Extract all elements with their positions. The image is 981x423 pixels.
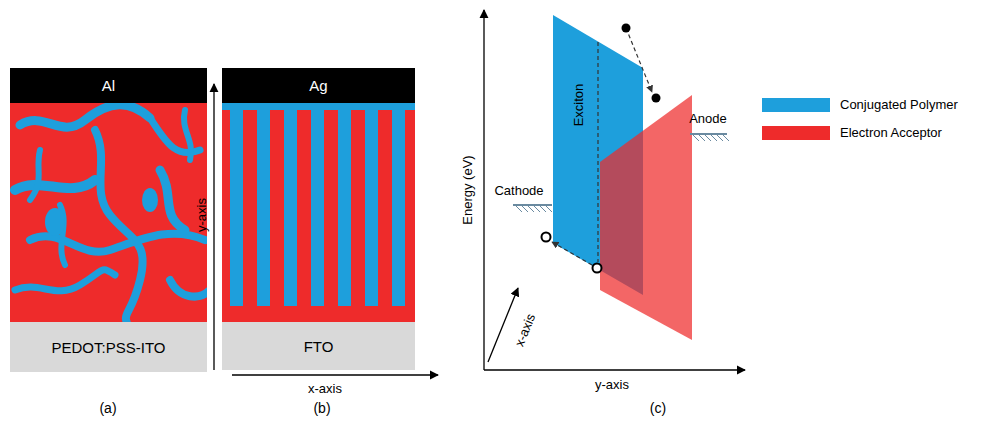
layer-label: PEDOT:PSS-ITO <box>52 339 166 356</box>
axis-label: y-axis <box>595 377 629 392</box>
substrate-bar: PEDOT:PSS-ITO <box>10 322 207 372</box>
polymer-capping-layer <box>222 103 415 110</box>
band-label: Exciton <box>571 84 586 127</box>
electrode-bar: Ag <box>222 68 415 103</box>
legend-swatch <box>762 126 830 140</box>
acceptor-layer <box>222 110 415 322</box>
electron <box>652 94 661 103</box>
legend-swatch <box>762 98 830 112</box>
exciton-line <box>597 42 598 262</box>
layer-label: FTO <box>304 338 334 355</box>
legend-entry: Conjugated Polymer <box>762 97 958 112</box>
electrode-label: Cathode <box>494 183 543 198</box>
electrode-bar: Al <box>10 68 207 103</box>
panel-caption: (a) <box>99 400 116 416</box>
electron <box>622 24 631 33</box>
substrate-bar: FTO <box>222 322 415 370</box>
anode-level <box>690 133 727 135</box>
polymer-network <box>15 105 207 322</box>
legend-text: Electron Acceptor <box>840 125 942 140</box>
y-axis-arrow <box>213 84 214 370</box>
panel-caption: (c) <box>650 400 666 416</box>
hole <box>542 233 551 242</box>
hole-transfer <box>552 242 592 265</box>
polymer-columns <box>230 110 405 306</box>
panel-caption: (b) <box>313 400 330 416</box>
axis-label: Energy (eV) <box>460 155 475 224</box>
cathode-level <box>513 204 552 206</box>
layer-label: Al <box>102 77 115 94</box>
legend-text: Conjugated Polymer <box>840 97 958 112</box>
x-axis-arrow <box>488 288 518 362</box>
energy-axis-arrow <box>483 10 484 370</box>
x-axis-arrow <box>232 374 438 375</box>
electrode-label: Anode <box>689 111 727 126</box>
legend-entry: Electron Acceptor <box>762 125 942 140</box>
electron-transfer <box>626 28 652 92</box>
acceptor-band <box>600 95 692 340</box>
axis-label: x-axis <box>308 381 342 396</box>
axis-label: y-axis <box>194 198 209 232</box>
hole <box>593 264 602 273</box>
axis-label: x-axis <box>512 311 539 348</box>
anode-hatch <box>693 135 729 141</box>
y-axis-arrow <box>484 369 745 370</box>
cathode-hatch <box>516 206 552 212</box>
layer-label: Ag <box>309 77 327 94</box>
